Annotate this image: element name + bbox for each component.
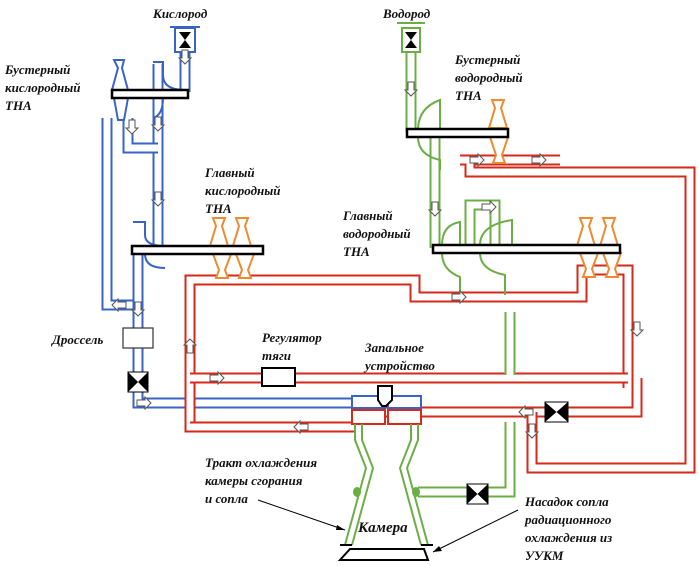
hydrogen-inlet-valve[interactable] [397, 22, 425, 53]
hydrogen-main-pump [441, 218, 513, 295]
flow-arrow-icon [293, 419, 309, 435]
flow-arrow-icon [111, 297, 127, 313]
main-h-tpa-label: Главный водородный ТНА [342, 208, 414, 259]
flow-arrow-icon [531, 152, 547, 168]
hydrogen-nozzle-feed-pipe-bore [418, 422, 514, 496]
oxygen-label: Кислород [152, 6, 208, 21]
flow-arrow-icon [150, 191, 166, 207]
nozzle-extension-leader [432, 509, 519, 553]
oxygen-booster-shaft [110, 88, 190, 100]
hydrogen-booster-shaft [405, 127, 510, 139]
igniter-label: Запальное устройство [363, 340, 435, 373]
flow-arrow-icon [518, 404, 534, 420]
hydrogen-booster-pump [417, 98, 441, 170]
flow-arrow-icon [403, 81, 419, 97]
oxygen-inlet-valve[interactable] [170, 26, 200, 53]
gas-return-pipe-bore [186, 423, 355, 431]
cooling-path-leader [257, 499, 346, 531]
thrust-regulator-label: Регулятор тяги [262, 330, 325, 363]
flow-arrow-icon [124, 119, 140, 135]
cooling-path-label: Тракт охлаждения камеры сгорания и сопла [205, 455, 320, 506]
thrust-regulator-box[interactable] [261, 367, 296, 387]
booster-ox-tpa-label: Бустерный кислородный ТНА [4, 62, 84, 113]
gas-main-loop-pipe-bore [186, 266, 632, 425]
hydrogen-label: Водород [382, 6, 431, 21]
throttle-box[interactable] [122, 327, 154, 349]
flow-arrow-icon [177, 49, 193, 65]
flow-arrow-icon [524, 423, 540, 439]
flow-arrow-icon [182, 338, 198, 354]
throttle-label: Дроссель [51, 332, 103, 347]
nozzle-extension [337, 544, 433, 561]
booster-h-tpa-label: Бустерный водородный ТНА [454, 52, 526, 103]
gas-shutoff-valve[interactable] [544, 401, 569, 423]
oxygen-return-pipe-bore [103, 118, 138, 309]
igniter [377, 385, 393, 407]
combustion-chamber [344, 385, 429, 546]
flow-arrow-icon [469, 152, 485, 168]
nozzle-extension-label: Насадок сопла радиационного охлаждения и… [524, 494, 615, 563]
hydrogen-nozzle-valve[interactable] [466, 483, 489, 505]
flow-arrow-icon [130, 301, 146, 317]
flow-arrow-icon [150, 116, 166, 132]
flow-arrow-icon [481, 199, 497, 215]
oxygen-shutoff-valve[interactable] [127, 371, 149, 393]
flow-arrow-icon [629, 321, 645, 337]
hydrogen-nozzle-feed-pipe [418, 422, 516, 498]
chamber-label: Камера [357, 520, 408, 536]
oxygen-main-shaft [130, 244, 265, 256]
main-ox-tpa-label: Главный кислородный ТНА [204, 165, 284, 216]
hydrogen-main-shaft [431, 243, 622, 255]
gas-valve-pipe-bore [355, 378, 641, 416]
flow-arrow-icon [136, 395, 152, 411]
flow-arrow-icon [427, 201, 443, 217]
flow-arrow-icon [209, 370, 225, 386]
flow-arrow-icon [451, 289, 467, 305]
